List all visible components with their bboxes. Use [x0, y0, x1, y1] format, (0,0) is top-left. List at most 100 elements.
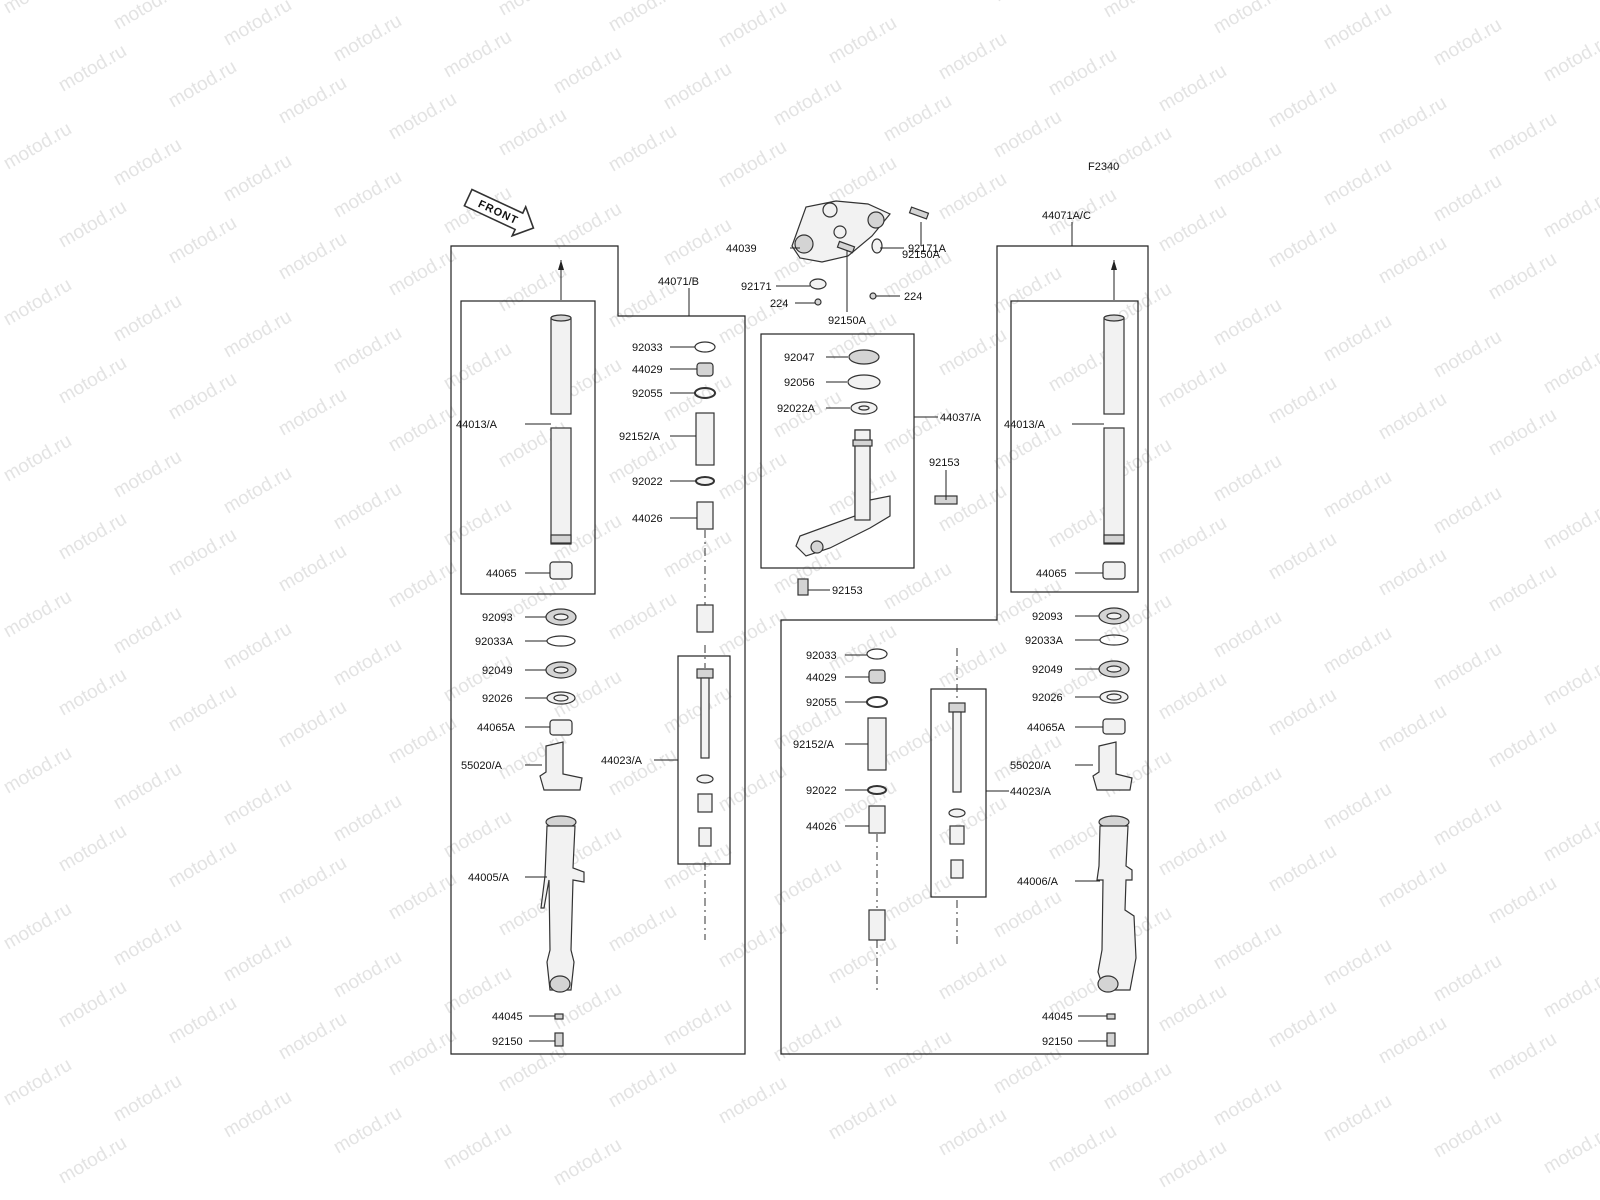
figure-code: F2340: [1088, 161, 1119, 173]
clamp-92171A-right: [869, 238, 883, 300]
label-92022A: 92022A: [777, 403, 816, 415]
label-left-44065: 44065: [486, 568, 517, 580]
label-right-44013A: 44013/A: [1004, 419, 1046, 431]
label-left-92150: 92150: [492, 1036, 523, 1048]
label-right-44065: 44065: [1036, 568, 1067, 580]
right-oil-seal-92093: [1098, 607, 1130, 625]
right-cartridge-44023A: [948, 648, 966, 945]
right-bolt-92150: [1106, 1032, 1116, 1047]
left-bolt-92150: [554, 1032, 564, 1047]
left-washer-92022: [695, 476, 715, 486]
label-44071B: 44071/B: [658, 276, 699, 288]
label-right-inner-92033: 92033: [806, 650, 837, 662]
left-seal-92049: [545, 661, 577, 679]
label-92153-bottom: 92153: [832, 585, 863, 597]
label-92171: 92171: [741, 281, 772, 293]
label-right-44006A: 44006/A: [1017, 876, 1059, 888]
label-left-inner-92152A: 92152/A: [619, 431, 661, 443]
left-gasket-44045: [554, 1013, 564, 1020]
right-fork-tube-44013A: [1103, 260, 1125, 545]
right-cap-44029: [868, 669, 886, 684]
left-oil-seal-92093: [545, 608, 577, 626]
bracket-bolt-92150A-top: [908, 206, 930, 220]
right-outer-tube-subframe: [1010, 300, 1139, 593]
left-bushing-44065: [549, 561, 573, 580]
label-left-92033A: 92033A: [475, 636, 514, 648]
label-left-44013A: 44013/A: [456, 419, 498, 431]
left-outer-slider-44005A: [540, 815, 585, 993]
upper-fork-bracket: [791, 200, 891, 263]
label-right-92150: 92150: [1042, 1036, 1073, 1048]
label-left-inner-92055: 92055: [632, 388, 663, 400]
left-cartridge-44023A: [696, 645, 714, 940]
label-right-92093: 92093: [1032, 611, 1063, 623]
label-left-92093: 92093: [482, 612, 513, 624]
label-right-inner-44023A: 44023/A: [1010, 786, 1052, 798]
label-right-inner-44029: 44029: [806, 672, 837, 684]
label-left-inner-92022: 92022: [632, 476, 663, 488]
label-92056: 92056: [784, 377, 815, 389]
label-44039: 44039: [726, 243, 757, 255]
right-cap-ring-92033: [866, 648, 888, 660]
right-clip-92033A: [1099, 634, 1129, 646]
label-left-inner-44026: 44026: [632, 513, 663, 525]
label-92047: 92047: [784, 352, 815, 364]
label-92171A: 92171A: [908, 243, 947, 255]
left-cap-ring-92033: [694, 341, 716, 353]
right-spring-44026: [868, 805, 886, 990]
label-left-44045: 44045: [492, 1011, 523, 1023]
right-spacer-92152A: [867, 717, 887, 771]
steering-stem-lower-bracket: [795, 429, 958, 596]
clamp-92171-left: [809, 278, 827, 306]
label-224-left: 224: [770, 298, 788, 310]
stem-washer-92022A: [850, 401, 878, 415]
left-outer-tube-subframe: [460, 300, 596, 595]
left-fork-guard-55020A: [539, 741, 583, 791]
left-washer-92026: [546, 691, 576, 705]
left-o-ring-92055: [694, 387, 716, 399]
label-left-92026: 92026: [482, 693, 513, 705]
label-left-55020A: 55020/A: [461, 760, 503, 772]
label-224-right: 224: [904, 291, 922, 303]
label-right-92026: 92026: [1032, 692, 1063, 704]
front-direction-arrow: FRONT: [463, 188, 535, 238]
right-o-ring-92055: [866, 696, 888, 708]
label-left-inner-92033: 92033: [632, 342, 663, 354]
right-bushing-44065A: [1102, 718, 1126, 735]
right-washer-92022: [867, 785, 887, 795]
label-right-inner-92152A: 92152/A: [793, 739, 835, 751]
left-fork-tube-44013A: [550, 260, 572, 545]
left-fork-assembly-frame: [450, 245, 746, 1055]
label-92153-top: 92153: [929, 457, 960, 469]
right-fork-guard-55020A: [1092, 741, 1133, 791]
right-outer-slider-44006A: [1096, 815, 1137, 993]
label-right-92033A: 92033A: [1025, 635, 1064, 647]
left-clip-92033A: [546, 635, 576, 647]
part-labels: 44071/B 44071A/C 44039 92150A 92171 9217…: [456, 210, 1091, 1048]
label-right-44065A: 44065A: [1027, 722, 1066, 734]
leader-lines: [525, 222, 1107, 1042]
right-cartridge-frame: [930, 688, 987, 898]
left-spring-44026: [696, 501, 714, 633]
right-washer-92026: [1099, 690, 1129, 704]
left-spacer-92152A: [695, 412, 715, 466]
label-left-44065A: 44065A: [477, 722, 516, 734]
right-bushing-44065: [1102, 561, 1126, 580]
label-44037A: 44037/A: [940, 412, 982, 424]
right-gasket-44045: [1106, 1013, 1116, 1020]
label-right-44045: 44045: [1042, 1011, 1073, 1023]
left-cap-44029: [696, 362, 714, 377]
label-right-inner-92055: 92055: [806, 697, 837, 709]
label-44071AC: 44071A/C: [1042, 210, 1091, 222]
label-right-inner-44026: 44026: [806, 821, 837, 833]
left-bushing-44065A: [549, 719, 573, 736]
right-seal-92049: [1098, 660, 1130, 678]
label-right-55020A: 55020/A: [1010, 760, 1052, 772]
label-right-92049: 92049: [1032, 664, 1063, 676]
steering-stem-frame: [760, 333, 915, 569]
label-left-92049: 92049: [482, 665, 513, 677]
label-92150A-top: 92150A: [902, 249, 941, 261]
label-left-inner-44023A: 44023/A: [601, 755, 643, 767]
stem-seal-92047: [848, 349, 880, 365]
